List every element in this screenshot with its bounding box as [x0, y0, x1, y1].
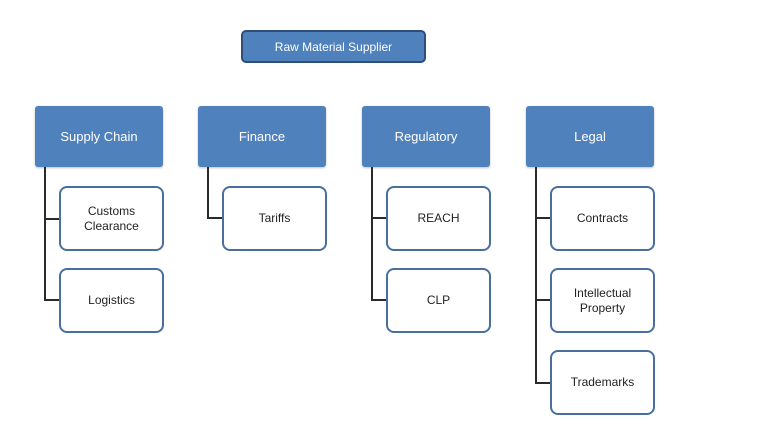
- connector-line: [44, 299, 60, 301]
- branch-label: Finance: [238, 129, 286, 144]
- branch-label: Legal: [574, 129, 606, 144]
- connector-line: [207, 217, 223, 219]
- child-label: Contracts: [576, 211, 629, 225]
- branch-finance: Finance: [198, 106, 326, 167]
- child-customs-clearance: Customs Clearance: [59, 186, 164, 251]
- child-intellectual-property: Intellectual Property: [550, 268, 655, 333]
- child-reach: REACH: [386, 186, 491, 251]
- connector-line: [371, 299, 387, 301]
- child-label: CLP: [426, 293, 451, 307]
- child-clp: CLP: [386, 268, 491, 333]
- child-label: REACH: [417, 211, 460, 225]
- connector-line: [207, 167, 209, 218]
- child-label: Intellectual Property: [573, 285, 632, 315]
- child-logistics: Logistics: [59, 268, 164, 333]
- branch-label: Regulatory: [394, 129, 458, 144]
- child-tariffs: Tariffs: [222, 186, 327, 251]
- child-contracts: Contracts: [550, 186, 655, 251]
- child-label: Trademarks: [570, 375, 635, 389]
- child-label: Logistics: [88, 293, 135, 307]
- connector-line: [535, 299, 551, 301]
- root-label: Raw Material Supplier: [274, 39, 393, 54]
- connector-line: [535, 382, 551, 384]
- connector-line: [535, 167, 537, 383]
- branch-regulatory: Regulatory: [362, 106, 490, 167]
- branch-supply-chain: Supply Chain: [35, 106, 163, 167]
- child-label: Customs Clearance: [84, 203, 139, 233]
- connector-line: [371, 217, 387, 219]
- branch-legal: Legal: [526, 106, 654, 167]
- connector-line: [371, 167, 373, 300]
- child-label: Tariffs: [258, 211, 291, 225]
- connector-line: [44, 218, 60, 220]
- connector-line: [44, 167, 46, 300]
- branch-label: Supply Chain: [60, 129, 138, 144]
- root-node: Raw Material Supplier: [241, 30, 426, 63]
- connector-line: [535, 217, 551, 219]
- child-trademarks: Trademarks: [550, 350, 655, 415]
